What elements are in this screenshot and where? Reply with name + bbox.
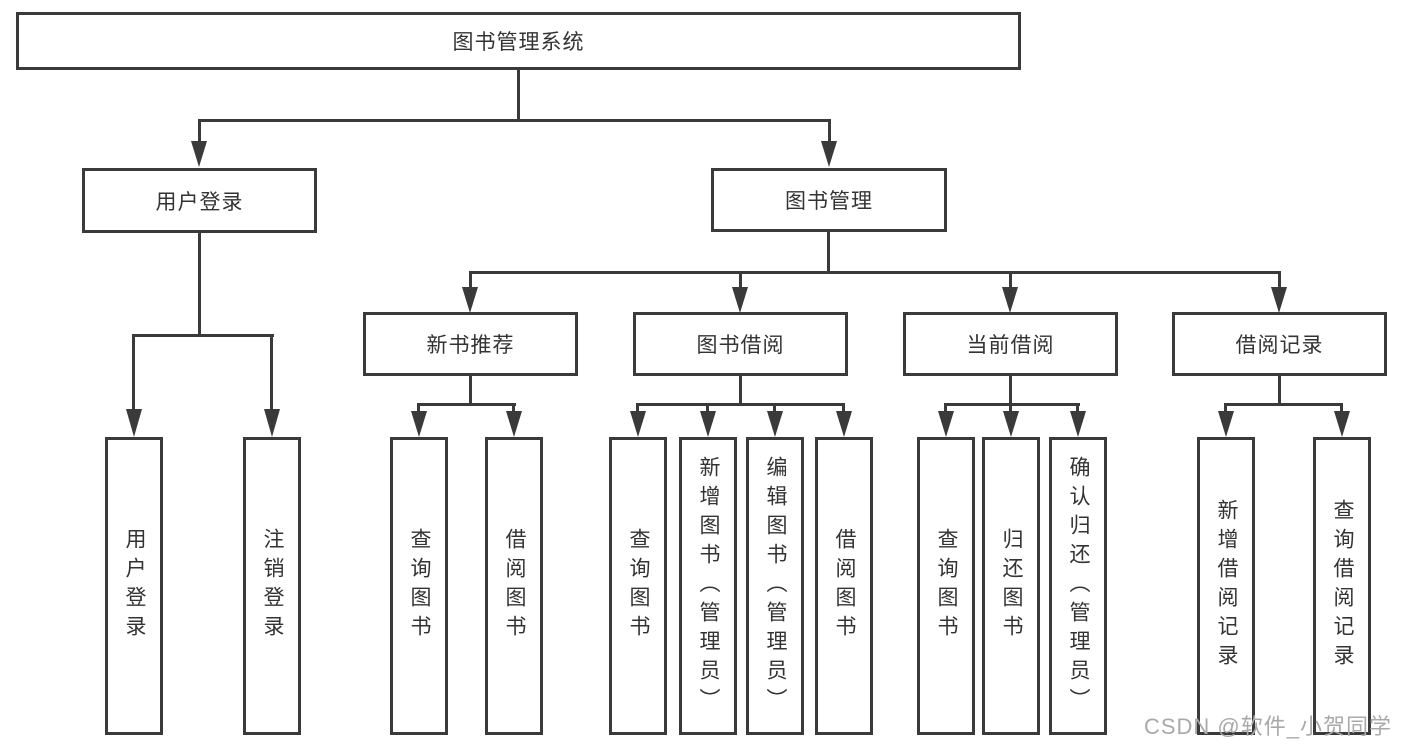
- arrowhead-icon: [836, 411, 852, 437]
- connector-stem: [1076, 403, 1079, 413]
- connector-cb-vline: [1009, 376, 1012, 405]
- arrowhead-icon: [938, 411, 954, 437]
- connector-bb-bus: [636, 403, 845, 406]
- connector-stem: [1224, 403, 1227, 413]
- arrowhead-icon: [411, 411, 427, 437]
- leaf-return-books: 归还图书: [982, 437, 1040, 735]
- leaf-add-book-admin: 新增图书（管理员）: [679, 437, 737, 735]
- leaf-query-books-borrowing: 查询图书: [609, 437, 667, 735]
- connector-cb-bus: [944, 403, 1080, 406]
- leaf-add-borrow-record: 新增借阅记录: [1197, 437, 1255, 735]
- connector-stem: [469, 271, 472, 289]
- leaf-edit-book-admin: 编辑图书（管理员）: [746, 437, 804, 735]
- connector-root-bus: [198, 119, 831, 122]
- arrowhead-icon: [1334, 411, 1350, 437]
- connector-stem: [132, 334, 135, 411]
- connector-stem: [198, 119, 201, 143]
- leaf-borrow-books-borrowing: 借阅图书: [815, 437, 873, 735]
- arrowhead-icon: [700, 411, 716, 437]
- connector-stem: [706, 403, 709, 413]
- node-label: 新书推荐: [426, 334, 515, 357]
- leaf-borrow-books-recommend: 借阅图书: [485, 437, 543, 735]
- node-label: 图书管理: [785, 190, 873, 213]
- connector-stem: [944, 403, 947, 413]
- connector-stem: [842, 403, 845, 413]
- arrowhead-icon: [1070, 411, 1086, 437]
- connector-user-login-bus: [132, 334, 274, 337]
- leaf-label: 用户登录: [123, 528, 147, 644]
- node-user-login: 用户登录: [82, 168, 317, 233]
- connector-stem: [739, 271, 742, 289]
- leaf-confirm-return-admin: 确认归还（管理员）: [1049, 437, 1107, 735]
- leaf-label: 借阅图书: [833, 528, 857, 644]
- leaf-query-books-recommend: 查询图书: [390, 437, 448, 735]
- node-label: 图书管理系统: [452, 31, 585, 54]
- connector-stem: [417, 403, 420, 413]
- connector-stem: [1340, 403, 1343, 413]
- node-book-borrowing: 图书借阅: [633, 312, 848, 376]
- leaf-label: 新增借阅记录: [1215, 499, 1239, 673]
- connector-stem: [512, 403, 515, 413]
- connector-br-bus: [1224, 403, 1343, 406]
- leaf-label: 注销登录: [261, 528, 285, 644]
- node-borrowing-records: 借阅记录: [1172, 312, 1387, 376]
- leaf-label: 新增图书（管理员）: [697, 455, 721, 717]
- arrowhead-icon: [732, 287, 748, 313]
- connector-nbr-vline: [469, 376, 472, 405]
- leaf-label: 归还图书: [1000, 528, 1024, 644]
- leaf-logout: 注销登录: [243, 437, 301, 735]
- connector-nbr-bus: [417, 403, 516, 406]
- leaf-label: 借阅图书: [503, 528, 527, 644]
- arrowhead-icon: [462, 287, 478, 313]
- arrowhead-icon: [630, 411, 646, 437]
- leaf-label: 确认归还（管理员）: [1067, 455, 1091, 717]
- arrowhead-icon: [767, 411, 783, 437]
- node-book-management: 图书管理: [711, 168, 947, 232]
- leaf-label: 编辑图书（管理员）: [764, 455, 788, 717]
- arrowhead-icon: [264, 409, 280, 437]
- node-label: 借阅记录: [1235, 334, 1324, 357]
- leaf-label: 查询借阅记录: [1331, 499, 1355, 673]
- leaf-query-borrow-record: 查询借阅记录: [1313, 437, 1371, 735]
- connector-stem: [1009, 271, 1012, 289]
- csdn-watermark: CSDN @软件_小贺同学: [1143, 714, 1392, 739]
- connector-stem: [828, 119, 831, 143]
- node-label: 当前借阅: [966, 334, 1055, 357]
- connector-stem: [636, 403, 639, 413]
- node-current-borrowing: 当前借阅: [903, 312, 1118, 376]
- arrowhead-icon: [821, 141, 837, 167]
- node-label: 用户登录: [155, 190, 244, 214]
- connector-root-vline: [517, 70, 520, 121]
- connector-br-vline: [1278, 376, 1281, 405]
- connector-stem: [1278, 271, 1281, 289]
- arrowhead-icon: [1003, 411, 1019, 437]
- connector-stem: [1009, 403, 1012, 413]
- arrowhead-icon: [1002, 287, 1018, 313]
- connector-book-mgmt-vline: [827, 232, 830, 273]
- leaf-query-books-current: 查询图书: [917, 437, 975, 735]
- connector-book-mgmt-bus: [469, 271, 1281, 274]
- node-library-management-system: 图书管理系统: [16, 12, 1021, 70]
- arrowhead-icon: [191, 141, 207, 167]
- node-label: 图书借阅: [696, 334, 785, 357]
- connector-user-login-vline: [198, 233, 201, 336]
- arrowhead-icon: [1271, 287, 1287, 313]
- node-new-book-recommend: 新书推荐: [363, 312, 578, 376]
- arrowhead-icon: [506, 411, 522, 437]
- connector-bb-vline: [739, 376, 742, 405]
- arrowhead-icon: [126, 409, 142, 437]
- leaf-label: 查询图书: [627, 528, 651, 644]
- connector-stem: [773, 403, 776, 413]
- leaf-label: 查询图书: [935, 528, 959, 644]
- leaf-user-login: 用户登录: [105, 437, 163, 735]
- leaf-label: 查询图书: [408, 528, 432, 644]
- arrowhead-icon: [1218, 411, 1234, 437]
- connector-stem: [270, 334, 273, 411]
